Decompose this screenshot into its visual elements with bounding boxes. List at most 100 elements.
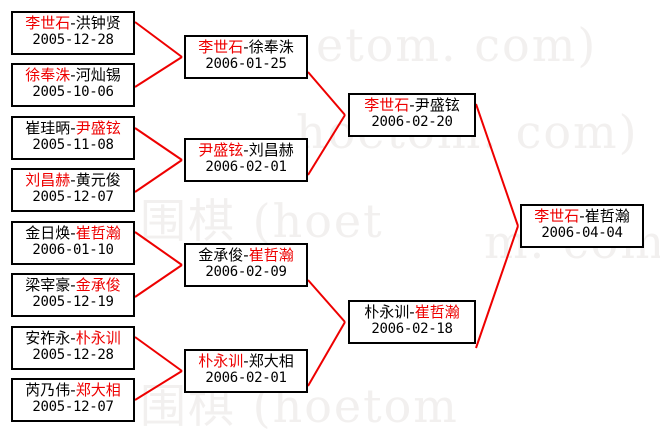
connector-line: [134, 370, 183, 401]
match-date: 2005-12-19: [32, 293, 114, 310]
connector-line: [307, 71, 346, 116]
winner-name: 朴永训: [75, 329, 121, 347]
connector-line: [134, 56, 183, 88]
match-players: 朴永训-崔哲瀚: [350, 303, 474, 321]
loser-name: 尹盛铉: [414, 96, 460, 114]
name-separator: -: [243, 141, 249, 159]
winner-name: 朴永训: [198, 352, 244, 370]
loser-name: 郑大相: [248, 352, 294, 370]
match-players: 刘昌赫-黄元俊: [13, 171, 133, 189]
match-box[interactable]: 朴永训-崔哲瀚 2006-02-18: [348, 300, 476, 344]
name-separator: -: [70, 66, 76, 84]
name-separator: -: [243, 38, 249, 56]
winner-name: 尹盛铉: [75, 119, 121, 137]
match-box[interactable]: 李世石-洪钟贤 2005-12-28: [11, 11, 135, 55]
match-players: 李世石-徐奉洙: [186, 38, 306, 56]
match-box[interactable]: 李世石-徐奉洙 2006-01-25: [184, 35, 308, 79]
connector-line: [134, 159, 183, 193]
loser-name: 崔哲瀚: [584, 207, 630, 225]
name-separator: -: [70, 381, 76, 399]
name-separator: -: [70, 14, 76, 32]
connector-line: [475, 103, 519, 227]
connector-line: [307, 279, 346, 323]
match-players: 李世石-崔哲瀚: [522, 207, 642, 225]
match-box[interactable]: 梁宰豪-金承俊 2005-12-19: [11, 273, 135, 317]
winner-name: 李世石: [534, 207, 580, 225]
match-box[interactable]: 徐奉洙-河灿锡 2005-10-06: [11, 63, 135, 107]
loser-name: 黄元俊: [75, 171, 121, 189]
final-match-box[interactable]: 李世石-崔哲瀚 2006-04-04: [520, 204, 644, 248]
name-separator: -: [243, 352, 249, 370]
winner-name: 徐奉洙: [25, 66, 71, 84]
connector-line: [134, 127, 183, 161]
name-separator: -: [409, 96, 415, 114]
winner-name: 崔哲瀚: [248, 246, 294, 264]
match-date: 2005-12-07: [32, 398, 114, 415]
match-players: 尹盛铉-刘昌赫: [186, 141, 306, 159]
winner-name: 金承俊: [75, 276, 121, 294]
name-separator: -: [70, 276, 76, 294]
match-box[interactable]: 刘昌赫-黄元俊 2005-12-07: [11, 168, 135, 212]
match-players: 梁宰豪-金承俊: [13, 276, 133, 294]
winner-name: 尹盛铉: [198, 141, 244, 159]
winner-name: 刘昌赫: [25, 171, 71, 189]
match-date: 2006-04-04: [541, 224, 623, 241]
match-date: 2005-12-07: [32, 188, 114, 205]
name-separator: -: [70, 224, 76, 242]
match-box[interactable]: 尹盛铉-刘昌赫 2006-02-01: [184, 138, 308, 182]
connector-line: [134, 231, 183, 266]
loser-name: 朴永训: [364, 303, 410, 321]
loser-name: 芮乃伟: [25, 381, 71, 399]
loser-name: 徐奉洙: [248, 38, 294, 56]
match-box[interactable]: 金承俊-崔哲瀚 2006-02-09: [184, 243, 308, 287]
match-players: 朴永训-郑大相: [186, 352, 306, 370]
match-date: 2006-02-20: [371, 113, 453, 130]
connector-line: [475, 225, 519, 349]
match-box[interactable]: 崔珪昞-尹盛铉 2005-11-08: [11, 116, 135, 160]
match-date: 2006-01-25: [205, 55, 287, 72]
winner-name: 郑大相: [75, 381, 121, 399]
winner-name: 李世石: [25, 14, 71, 32]
match-date: 2006-02-01: [205, 158, 287, 175]
loser-name: 安祚永: [25, 329, 71, 347]
loser-name: 梁宰豪: [25, 276, 71, 294]
match-box[interactable]: 朴永训-郑大相 2006-02-01: [184, 349, 308, 393]
match-box[interactable]: 芮乃伟-郑大相 2005-12-07: [11, 378, 135, 422]
loser-name: 崔珪昞: [25, 119, 71, 137]
loser-name: 金日焕: [25, 224, 71, 242]
loser-name: 河灿锡: [75, 66, 121, 84]
match-date: 2006-02-01: [205, 369, 287, 386]
match-date: 2005-10-06: [32, 83, 114, 100]
name-separator: -: [70, 119, 76, 137]
match-players: 安祚永-朴永训: [13, 329, 133, 347]
match-box[interactable]: 金日焕-崔哲瀚 2006-01-10: [11, 221, 135, 265]
match-players: 崔珪昞-尹盛铉: [13, 119, 133, 137]
match-box[interactable]: 安祚永-朴永训 2005-12-28: [11, 326, 135, 370]
match-players: 金承俊-崔哲瀚: [186, 246, 306, 264]
match-date: 2005-12-28: [32, 31, 114, 48]
loser-name: 金承俊: [198, 246, 244, 264]
connector-line: [134, 264, 183, 298]
winner-name: 李世石: [198, 38, 244, 56]
name-separator: -: [579, 207, 585, 225]
winner-name: 崔哲瀚: [414, 303, 460, 321]
match-players: 李世石-尹盛铉: [350, 96, 474, 114]
name-separator: -: [70, 329, 76, 347]
connector-line: [307, 321, 346, 387]
match-players: 徐奉洙-河灿锡: [13, 66, 133, 84]
name-separator: -: [243, 246, 249, 264]
match-date: 2006-02-18: [371, 320, 453, 337]
winner-name: 崔哲瀚: [75, 224, 121, 242]
loser-name: 洪钟贤: [75, 14, 121, 32]
connector-line: [307, 114, 346, 176]
winner-name: 李世石: [364, 96, 410, 114]
match-date: 2006-01-10: [32, 241, 114, 258]
match-players: 芮乃伟-郑大相: [13, 381, 133, 399]
connector-line: [134, 336, 183, 372]
match-players: 金日焕-崔哲瀚: [13, 224, 133, 242]
match-date: 2006-02-09: [205, 263, 287, 280]
match-box[interactable]: 李世石-尹盛铉 2006-02-20: [348, 93, 476, 137]
match-date: 2005-12-28: [32, 346, 114, 363]
